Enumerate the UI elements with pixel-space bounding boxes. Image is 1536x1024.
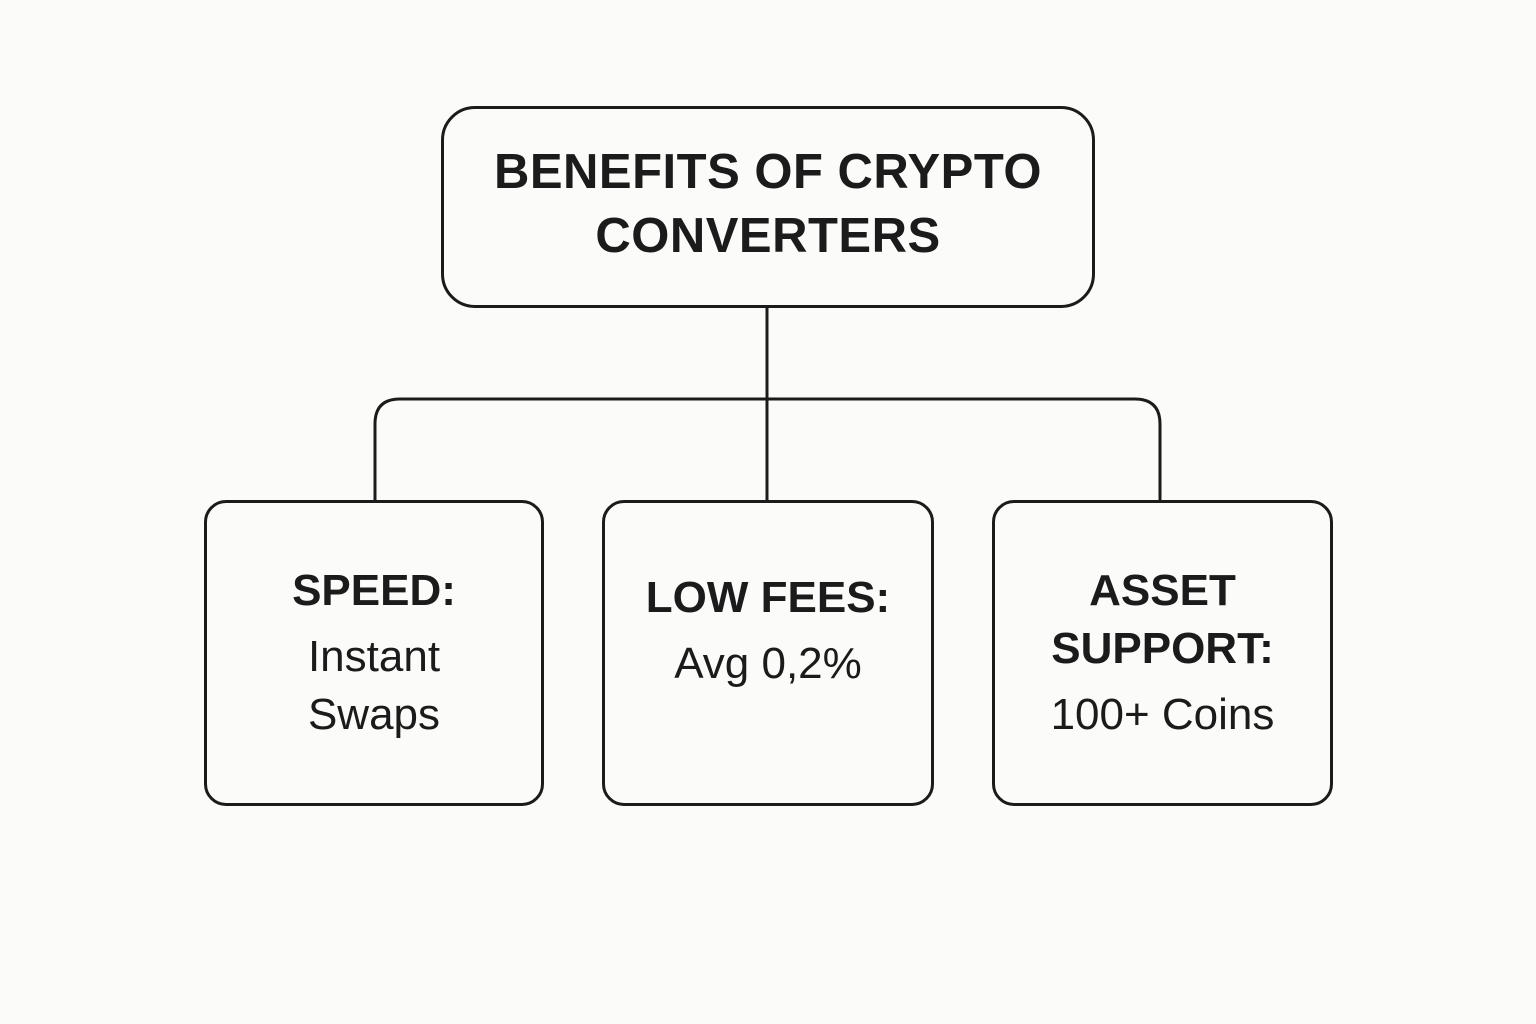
root-node: BENEFITS OF CRYPTO CONVERTERS [441,106,1095,308]
child-value-speed: Instant Swaps [307,632,441,739]
child-node-speed: SPEED: Instant Swaps [204,500,544,806]
child-label-asset-support: ASSET SUPPORT: [1051,566,1274,673]
child-node-asset-support: ASSET SUPPORT: 100+ Coins [992,500,1333,806]
child-node-low-fees: LOW FEES: Avg 0,2% [602,500,934,806]
branch-bar-line [373,397,1162,500]
child-value-low-fees: Avg 0,2% [674,639,862,688]
root-title: BENEFITS OF CRYPTO CONVERTERS [493,145,1043,263]
child-label-speed: SPEED: [292,566,456,615]
child-value-asset-support: 100+ Coins [1050,690,1275,739]
child-label-low-fees: LOW FEES: [645,573,891,622]
